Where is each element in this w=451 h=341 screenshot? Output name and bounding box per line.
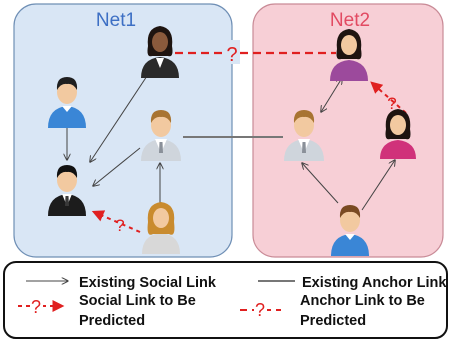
legend-box [3, 261, 448, 339]
man-white-shirt-icon [284, 110, 324, 161]
net2-panel [252, 3, 444, 258]
social-link [361, 160, 395, 211]
net2-title: Net2 [330, 10, 370, 31]
woman-purple-icon [330, 29, 368, 81]
predicted-social-question-mark: ? [115, 216, 124, 235]
legend-anchor-link-predicted-line1: Anchor Link to Be [300, 293, 425, 309]
legend-existing-social-link: Existing Social Link [79, 275, 217, 291]
woman-dark-suit-icon [141, 26, 179, 78]
legend-predicted-anchor-question-mark: ? [255, 300, 265, 320]
legend-anchor-link-predicted-line2: Predicted [300, 313, 366, 329]
man-white-shirt-icon [141, 110, 181, 161]
social-link [93, 147, 141, 186]
social-link [90, 75, 148, 162]
social-link [302, 163, 339, 204]
net1-title: Net1 [96, 10, 136, 31]
predicted-social-link [91, 210, 141, 233]
woman-gray-top-icon [142, 202, 180, 254]
man-blue-shirt-icon [331, 205, 369, 256]
predicted-social-question-mark: ? [387, 94, 396, 113]
social-link [321, 78, 342, 112]
woman-pink-icon [380, 109, 416, 159]
legend-social-link-predicted-line2: Predicted [79, 313, 145, 329]
legend-social-link-predicted-line1: Social Link to Be [79, 293, 196, 309]
legend-existing-anchor-link: Existing Anchor Link [302, 275, 447, 291]
man-blue-shirt-icon [48, 77, 86, 128]
man-black-suit-icon [48, 165, 86, 216]
legend-predicted-social-question-mark: ? [31, 297, 41, 317]
predicted-anchor-question-mark: ? [226, 44, 237, 66]
net1-panel [13, 3, 233, 258]
